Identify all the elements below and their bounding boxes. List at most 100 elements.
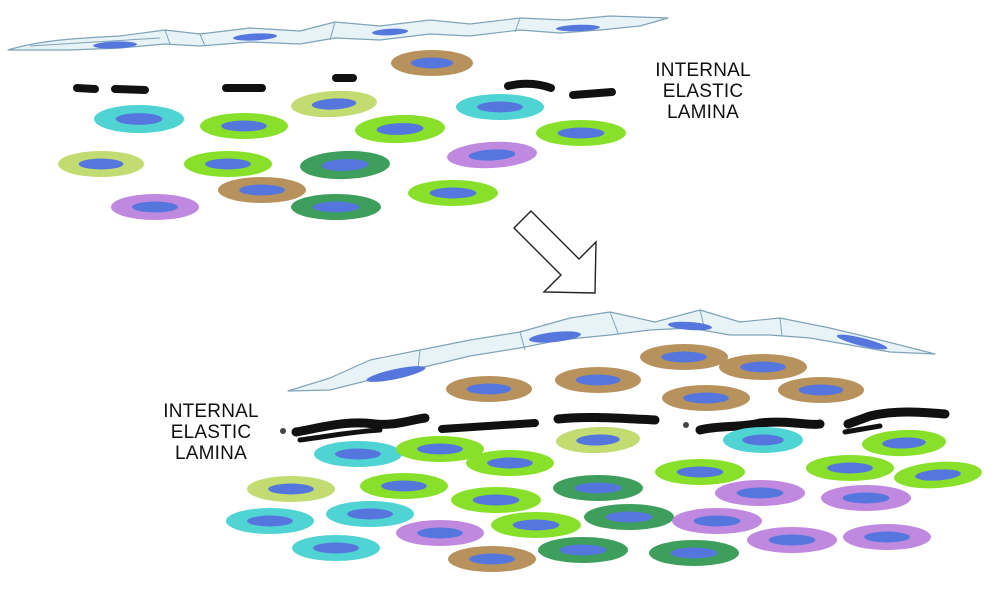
bottom-smooth-muscle-cells bbox=[226, 344, 982, 572]
lamina-fragment bbox=[291, 413, 430, 437]
cell-nucleus bbox=[574, 482, 622, 494]
cell-nucleus bbox=[827, 462, 873, 474]
cell-nucleus bbox=[477, 101, 523, 113]
smooth-muscle-cell-lime bbox=[408, 180, 498, 206]
cell-nucleus bbox=[576, 434, 620, 446]
top-lamina-label-line-3: LAMINA bbox=[667, 102, 739, 123]
top-panel-normal-wall bbox=[7, 15, 669, 220]
cell-nucleus bbox=[798, 384, 844, 396]
cell-nucleus bbox=[605, 511, 653, 523]
down-right-arrow-icon bbox=[513, 210, 597, 294]
smooth-muscle-cell-cyan bbox=[314, 441, 402, 467]
cell-nucleus bbox=[882, 437, 926, 449]
smooth-muscle-cell-tan bbox=[719, 354, 807, 380]
bottom-endothelium bbox=[287, 309, 936, 392]
cell-nucleus bbox=[736, 487, 784, 499]
smooth-muscle-cell-tan bbox=[218, 177, 306, 203]
smooth-muscle-cell-tan bbox=[391, 50, 473, 76]
lamina-fragment bbox=[695, 417, 825, 435]
cell-nucleus bbox=[312, 201, 360, 213]
smooth-muscle-cell-green bbox=[538, 537, 628, 563]
smooth-muscle-cell-lime bbox=[360, 473, 448, 499]
top-lamina-label: INTERNAL ELASTIC LAMINA bbox=[628, 60, 778, 123]
smooth-muscle-cell-tan bbox=[640, 344, 728, 370]
cell-nucleus bbox=[469, 553, 515, 565]
cell-nucleus bbox=[381, 480, 427, 492]
smooth-muscle-cell-lime bbox=[355, 114, 445, 144]
smooth-muscle-cell-tan bbox=[778, 377, 864, 403]
smooth-muscle-cell-green bbox=[300, 150, 390, 180]
endothelial-nucleus bbox=[668, 321, 712, 331]
bottom-panel-thickened-wall bbox=[226, 309, 982, 572]
smooth-muscle-cell-cyan bbox=[723, 427, 803, 453]
cell-nucleus bbox=[132, 201, 178, 213]
smooth-muscle-cell-tan bbox=[448, 546, 536, 572]
lamina-fragment bbox=[569, 88, 616, 99]
endothelial-nucleus bbox=[372, 28, 408, 36]
bottom-internal-elastic-lamina bbox=[280, 407, 950, 443]
cell-nucleus bbox=[575, 374, 621, 386]
cell-nucleus bbox=[466, 383, 512, 395]
cell-nucleus bbox=[247, 515, 293, 527]
smooth-muscle-cell-olive bbox=[247, 476, 335, 502]
cell-nucleus bbox=[670, 547, 718, 559]
smooth-muscle-cell-purple bbox=[447, 141, 537, 169]
cell-nucleus bbox=[915, 469, 961, 481]
top-lamina-label-line-1: INTERNAL bbox=[655, 60, 751, 81]
cell-nucleus bbox=[410, 57, 454, 69]
endothelial-nucleus bbox=[366, 366, 426, 382]
lamina-fragment bbox=[842, 423, 883, 435]
smooth-muscle-cell-cyan bbox=[326, 501, 414, 527]
smooth-muscle-cell-lime bbox=[396, 436, 484, 462]
smooth-muscle-cell-cyan bbox=[456, 94, 544, 120]
smooth-muscle-cell-lime bbox=[536, 120, 626, 146]
endothelial-nucleus bbox=[93, 41, 137, 49]
lamina-fragment bbox=[73, 84, 99, 93]
cell-nucleus bbox=[512, 519, 560, 531]
smooth-muscle-cell-tan bbox=[446, 376, 532, 402]
smooth-muscle-cell-lime bbox=[806, 455, 894, 481]
lamina-fragment bbox=[438, 419, 539, 433]
smooth-muscle-cell-lime bbox=[200, 113, 288, 139]
smooth-muscle-cell-tan bbox=[555, 367, 641, 393]
cell-nucleus bbox=[676, 466, 724, 478]
smooth-muscle-cell-tan bbox=[662, 385, 750, 411]
lamina-fragment bbox=[297, 427, 383, 443]
cell-nucleus bbox=[693, 515, 741, 527]
top-internal-elastic-lamina bbox=[73, 74, 616, 99]
smooth-muscle-cell-olive bbox=[58, 151, 144, 177]
cell-nucleus bbox=[842, 492, 890, 504]
lamina-fragment bbox=[111, 85, 149, 94]
cell-nucleus bbox=[661, 351, 707, 363]
cell-nucleus bbox=[347, 508, 393, 520]
smooth-muscle-cell-purple bbox=[821, 485, 911, 511]
cell-nucleus bbox=[321, 159, 369, 171]
cell-nucleus bbox=[864, 531, 910, 543]
cell-nucleus bbox=[205, 158, 251, 170]
smooth-muscle-cell-olive bbox=[556, 426, 640, 454]
cell-nucleus bbox=[559, 544, 607, 556]
smooth-muscle-cell-purple bbox=[747, 527, 837, 553]
bottom-lamina-label-line-1: INTERNAL bbox=[163, 401, 259, 422]
smooth-muscle-cell-lime bbox=[451, 487, 541, 513]
bottom-lamina-label-line-3: LAMINA bbox=[175, 443, 247, 464]
smooth-muscle-cell-green bbox=[584, 504, 674, 530]
bottom-lamina-label-line-2: ELASTIC bbox=[170, 422, 252, 443]
lamina-dot bbox=[280, 428, 286, 434]
endothelial-nucleus bbox=[529, 331, 581, 343]
endothelial-nucleus bbox=[556, 24, 600, 32]
smooth-muscle-cell-olive bbox=[291, 90, 377, 118]
cell-nucleus bbox=[311, 98, 357, 110]
cell-nucleus bbox=[768, 534, 816, 546]
lamina-dot bbox=[683, 422, 689, 428]
cell-nucleus bbox=[221, 120, 267, 132]
cell-nucleus bbox=[557, 127, 605, 139]
smooth-muscle-cell-lime bbox=[862, 429, 946, 457]
smooth-muscle-cell-lime bbox=[894, 461, 982, 489]
top-endothelium bbox=[7, 15, 669, 51]
smooth-muscle-cell-green bbox=[291, 194, 381, 220]
smooth-muscle-cell-purple bbox=[396, 520, 484, 546]
cell-nucleus bbox=[417, 443, 463, 455]
lamina-fragment bbox=[504, 79, 555, 92]
